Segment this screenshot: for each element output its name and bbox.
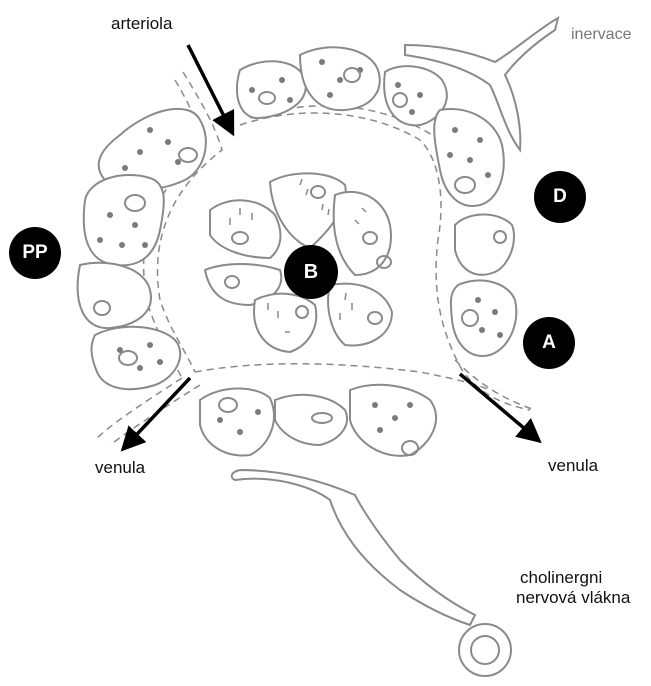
badge-d: D (534, 171, 586, 223)
bottom-nerve-fiber (232, 470, 511, 676)
badge-b: B (284, 245, 338, 299)
bottom-cells (200, 385, 436, 456)
cholinergic-fibers-line1: cholinergni (516, 568, 630, 588)
badge-pp: PP (9, 227, 61, 279)
cholinergic-fibers-line2: nervová vlákna (516, 588, 630, 608)
arteriola-label: arteriola (111, 14, 172, 34)
venula-right-label: venula (548, 456, 598, 476)
venula-left-label: venula (95, 458, 145, 478)
cholinergic-fibers-label: cholinergni nervová vlákna (516, 568, 630, 608)
badge-a: A (523, 317, 575, 369)
inervace-label: inervace (571, 25, 631, 45)
